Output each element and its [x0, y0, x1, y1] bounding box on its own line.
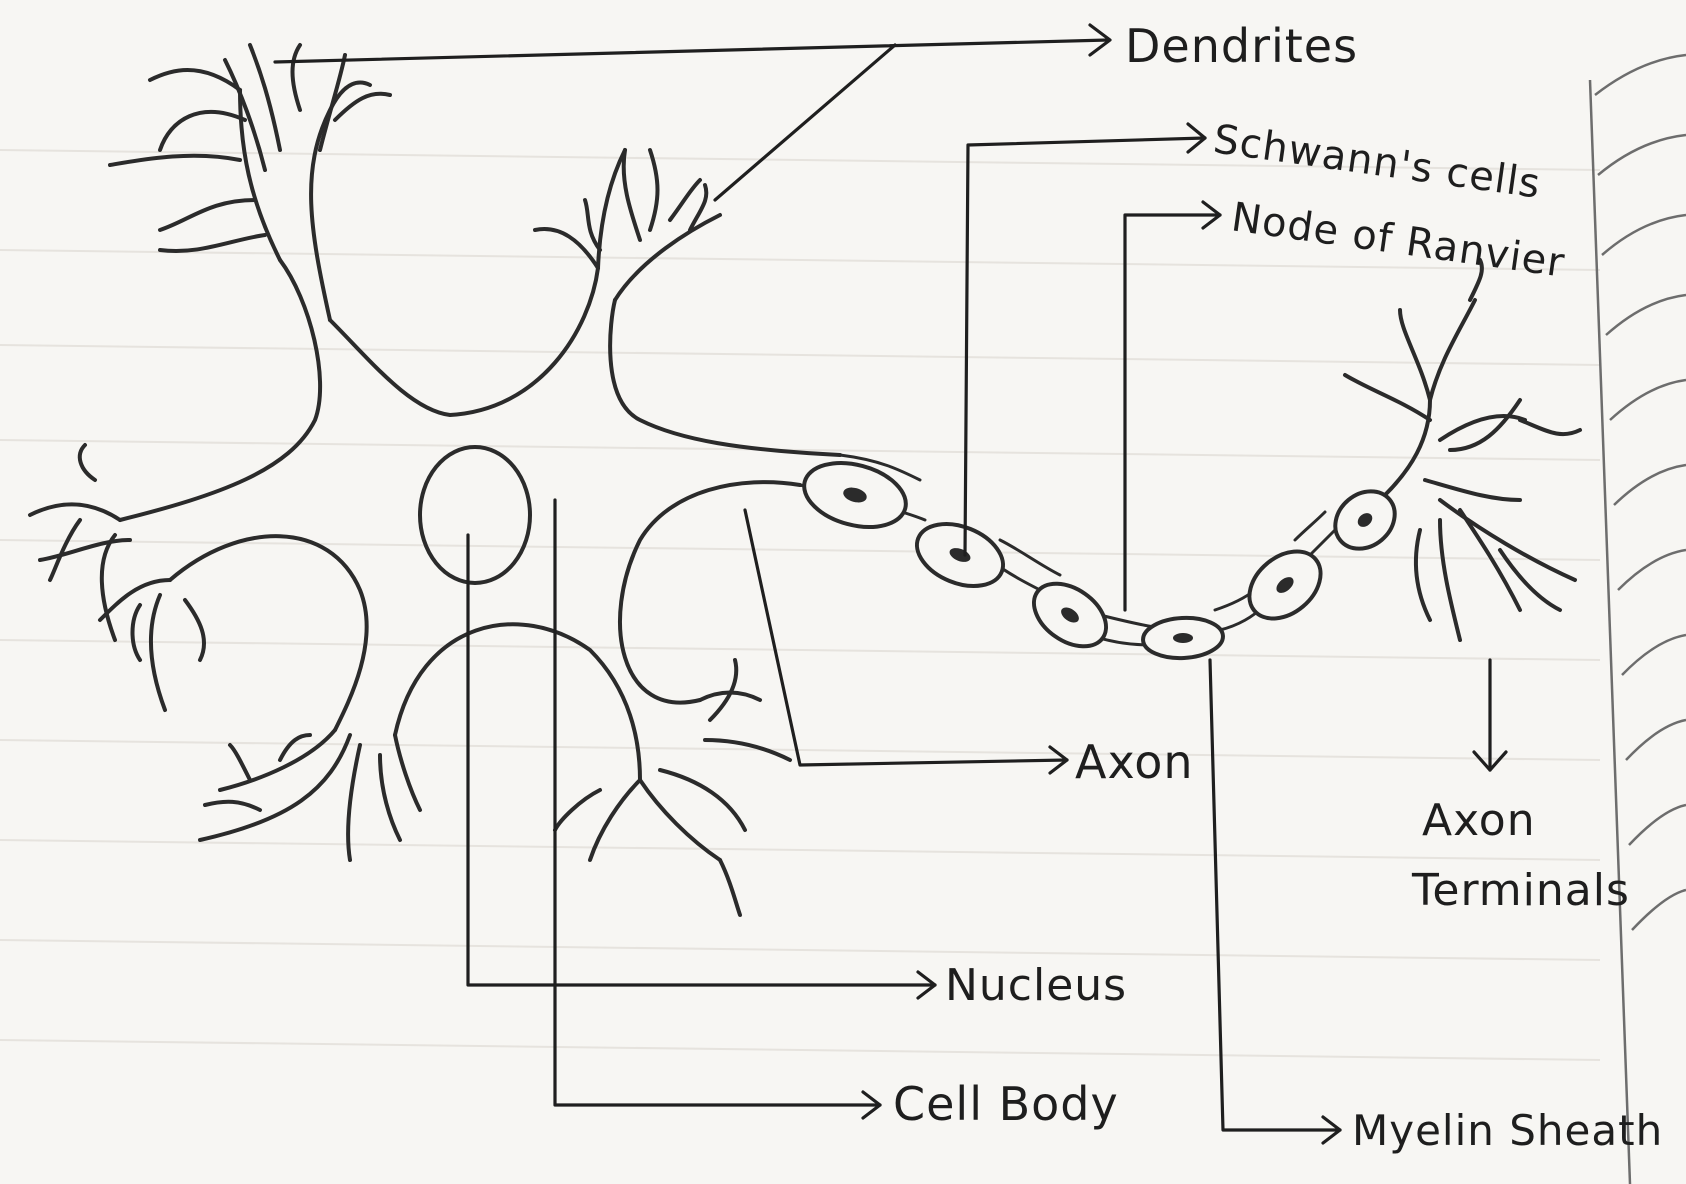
leader-myelin-sheath — [1210, 660, 1340, 1143]
ruled-lines — [0, 150, 1600, 1060]
schwann-cell — [1022, 571, 1117, 659]
cell-body-outline — [120, 260, 840, 780]
dendrite-tree-upper-left — [110, 45, 390, 320]
notebook-edge — [1590, 55, 1686, 1184]
dendrite-tree-left — [30, 445, 204, 710]
schwann-cell — [797, 453, 913, 538]
leader-node-of-ranvier — [1125, 202, 1220, 610]
leader-dendrites — [275, 25, 1110, 200]
leader-nucleus — [468, 535, 935, 998]
label-axon: Axon — [1075, 735, 1194, 789]
leader-axon-terminals — [1474, 660, 1506, 770]
label-dendrites: Dendrites — [1125, 19, 1358, 73]
leader-schwann-cells — [965, 124, 1205, 555]
label-node-of-ranvier: Node of Ranvier — [1229, 194, 1568, 286]
label-nucleus: Nucleus — [945, 960, 1127, 1011]
myelin-sheath-segments — [797, 453, 1406, 661]
schwann-cell — [1324, 480, 1406, 561]
label-myelin-sheath: Myelin Sheath — [1352, 1106, 1663, 1155]
label-cell-body: Cell Body — [893, 1077, 1119, 1131]
label-axon-terminals-line2: Terminals — [1411, 865, 1630, 916]
label-axon-terminals-line1: Axon — [1422, 795, 1536, 846]
label-schwann-cells: Schwann's cells — [1211, 116, 1544, 207]
leader-cell-body — [555, 500, 880, 1118]
dendrite-tree-upper-right — [535, 150, 720, 300]
dendrite-tree-lower-left — [200, 730, 420, 860]
schwann-cell — [908, 512, 1012, 598]
dendrite-tree-lower-middle — [555, 660, 790, 915]
axon-terminal-branches — [1345, 260, 1580, 640]
schwann-cell — [1142, 616, 1224, 660]
nucleus — [420, 447, 530, 583]
